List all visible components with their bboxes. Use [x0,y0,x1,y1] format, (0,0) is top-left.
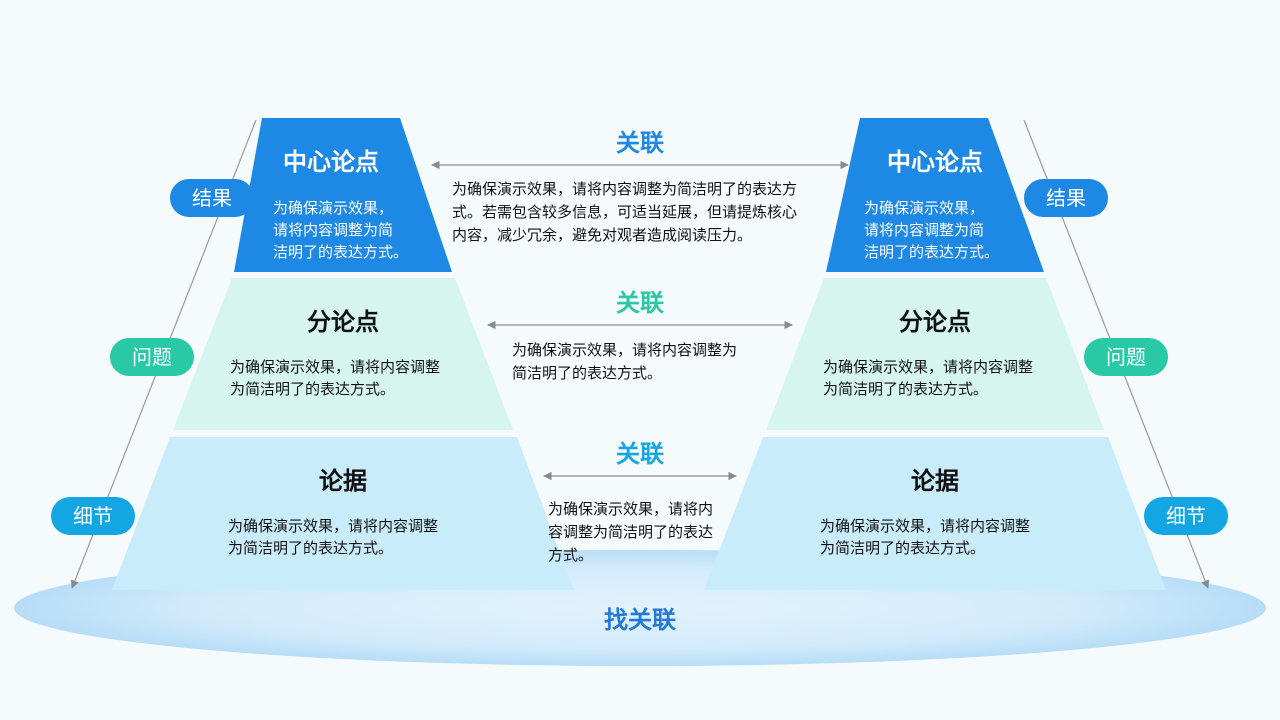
left-top-tier-shape [234,118,452,272]
left-bottom-tier-shape [112,437,574,590]
link-label-2: 关联 [616,289,664,317]
right-bottom-tier-shape [704,437,1166,590]
link-text-2: 为确保演示效果，请将内容调整为 简洁明了的表达方式。 [512,341,738,382]
left-question-pill: 问题 [110,338,194,376]
left-top-text: 为确保演示效果， 请将内容调整为简 洁明了的表达方式。 [273,199,409,261]
bottom-title: 找关联 [604,606,676,634]
left-bottom-title: 论据 [319,467,367,495]
right-bottom-title: 论据 [911,467,959,495]
right-mid-tier-shape [766,278,1104,430]
left-mid-text: 为确保演示效果，请将内容调整 为简洁明了的表达方式。 [230,358,441,398]
link-label-3: 关联 [616,440,664,468]
right-bottom-text: 为确保演示效果，请将内容调整 为简洁明了的表达方式。 [820,517,1031,557]
left-mid-title: 分论点 [307,308,379,336]
right-mid-title: 分论点 [899,308,971,336]
link-label-1: 关联 [616,129,664,157]
left-detail-pill: 细节 [51,497,135,535]
link-text-3: 为确保演示效果，请将内 容调整为简洁明了的表达 方式。 [548,500,714,564]
left-top-title: 中心论点 [283,148,379,176]
right-question-pill: 问题 [1084,338,1168,376]
right-detail-pill: 细节 [1144,497,1228,535]
left-mid-tier-shape [173,278,513,430]
link-text-1: 为确保演示效果，请将内容调整为简洁明了的表达方 式。若需包含较多信息，可适当延展… [452,180,798,244]
right-top-tier-shape [826,118,1044,272]
right-top-title: 中心论点 [887,148,983,176]
right-mid-text: 为确保演示效果，请将内容调整 为简洁明了的表达方式。 [823,358,1034,398]
left-result-pill: 结果 [170,179,254,217]
right-result-pill: 结果 [1024,179,1108,217]
right-top-text: 为确保演示效果， 请将内容调整为简 洁明了的表达方式。 [864,199,1000,261]
left-bottom-text: 为确保演示效果，请将内容调整 为简洁明了的表达方式。 [228,517,439,557]
